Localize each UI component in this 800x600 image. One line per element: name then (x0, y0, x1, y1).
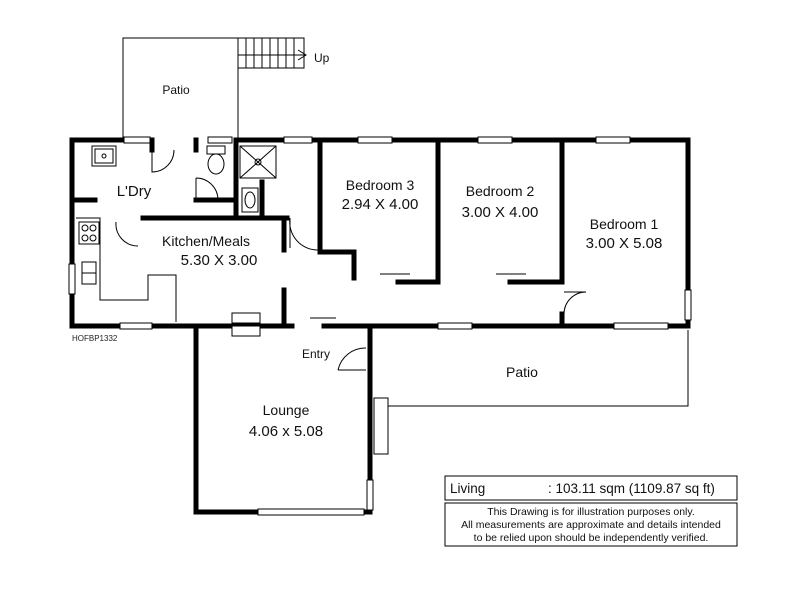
room-size-kitchen: 5.30 X 3.00 (181, 252, 258, 269)
room-label-patio-right: Patio (506, 364, 538, 380)
disclaimer-box: This Drawing is for illustration purpose… (444, 502, 738, 547)
room-label-laundry: L'Dry (117, 183, 152, 200)
room-size-bedroom1: 3.00 X 5.08 (586, 235, 663, 252)
toilet (206, 145, 226, 175)
room-size-lounge: 4.06 x 5.08 (249, 423, 323, 440)
patio-right-outline (388, 330, 689, 407)
shower (239, 145, 277, 179)
stairs (237, 37, 307, 69)
room-label-bedroom1: Bedroom 1 (590, 216, 659, 232)
room-label-entry: Entry (302, 347, 330, 361)
living-label: Living (450, 481, 485, 496)
room-label-kitchen: Kitchen/Meals (162, 233, 250, 249)
room-label-patio-top: Patio (162, 83, 190, 97)
room-label-bedroom2: Bedroom 2 (466, 183, 535, 199)
kitchen-benches (76, 217, 177, 322)
room-label-lounge: Lounge (263, 402, 310, 418)
room-label-bedroom3: Bedroom 3 (346, 177, 415, 193)
room-size-bedroom3: 2.94 X 4.00 (342, 196, 419, 213)
disclaimer-line: All measurements are approximate and det… (461, 519, 721, 531)
interior-walls (69, 137, 565, 353)
disclaimer-line: This Drawing is for illustration purpose… (487, 506, 695, 518)
doors (115, 149, 587, 371)
laundry-tub (91, 145, 117, 167)
living-value: : 103.11 sqm (1109.87 sq ft) (548, 481, 715, 496)
stair-label: Up (314, 51, 330, 65)
room-size-bedroom2: 3.00 X 4.00 (462, 204, 539, 221)
windows (68, 136, 692, 516)
lounge-walls (193, 323, 373, 515)
living-area-box: Living : 103.11 sqm (1109.87 sq ft) (444, 475, 738, 501)
plan-code: HOFBP1332 (72, 334, 118, 343)
disclaimer-line: to be relied upon should be independentl… (474, 532, 709, 544)
basin (241, 187, 259, 213)
